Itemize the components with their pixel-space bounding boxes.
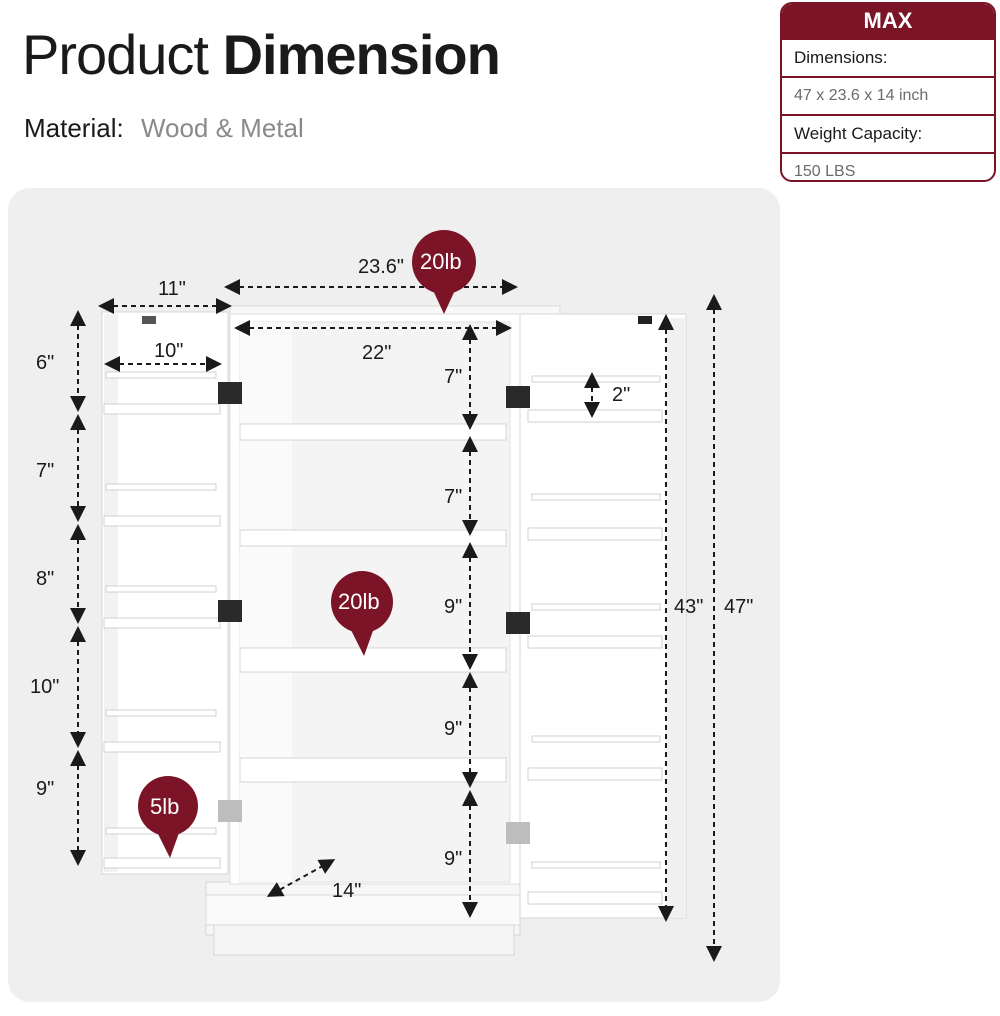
badge-top-pin: [412, 230, 476, 314]
dim-door-height: 43": [674, 596, 704, 618]
page-title: Product Dimension: [22, 22, 501, 87]
spec-table: MAX Dimensions: 47 x 23.6 x 14 inch Weig…: [780, 2, 996, 182]
dim-center-gap: 7": [444, 366, 463, 388]
material-value: Wood & Metal: [140, 113, 304, 143]
material-line: Material: Wood & Metal: [24, 113, 304, 144]
dim-center-gap: 9": [444, 596, 463, 618]
badge-door-label: 5lb: [150, 794, 180, 819]
dimension-lines: [70, 279, 722, 962]
spec-dimensions-label: Dimensions:: [782, 38, 994, 76]
badge-shelf-pin: [331, 571, 393, 656]
dim-center-gap: 9": [444, 848, 463, 870]
dim-base-depth: 14": [332, 880, 362, 902]
badge-door-pin: [138, 776, 198, 858]
dim-left-gap: 10": [30, 676, 60, 698]
dim-top-width: 23.6": [358, 256, 405, 278]
badge-top-label: 20lb: [420, 249, 462, 274]
dim-door-inner-depth: 10": [154, 340, 184, 362]
dim-left-gap: 8": [36, 568, 55, 590]
spec-weight-value: 150 LBS: [782, 152, 994, 180]
title-light: Product: [22, 23, 209, 86]
dim-left-gap: 9": [36, 778, 55, 800]
dim-left-gap: 7": [36, 460, 55, 482]
spec-heading: MAX: [782, 4, 994, 38]
hinges: [218, 382, 530, 844]
title-bold: Dimension: [222, 23, 501, 86]
dim-door-depth: 11": [158, 278, 186, 300]
right-door: [519, 313, 687, 919]
badge-shelf-label: 20lb: [338, 589, 380, 614]
dim-left-gap: 6": [36, 352, 55, 374]
dim-overall-height: 47": [724, 596, 754, 618]
spec-weight-label: Weight Capacity:: [782, 114, 994, 152]
cabinet-base: [205, 881, 521, 956]
dim-inner-width: 22": [362, 342, 392, 364]
dim-center-gap: 7": [444, 486, 463, 508]
dim-right-shelf-gap: 2": [612, 384, 631, 406]
material-label: Material:: [24, 113, 124, 143]
dim-center-gap: 9": [444, 718, 463, 740]
spec-dimensions-value: 47 x 23.6 x 14 inch: [782, 76, 994, 114]
